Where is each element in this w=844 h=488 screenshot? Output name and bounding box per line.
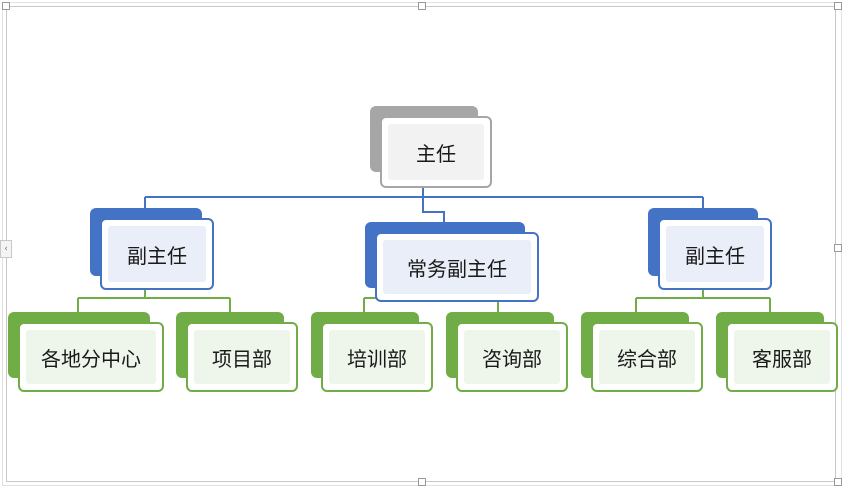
node-dept-2[interactable]: 项目部 bbox=[176, 312, 298, 392]
node-dept-4[interactable]: 咨询部 bbox=[446, 312, 568, 392]
expand-text-pane-icon[interactable]: ‹ bbox=[0, 240, 12, 258]
resize-handle-bottom-right[interactable] bbox=[834, 478, 842, 486]
node-dept-3-label: 培训部 bbox=[347, 346, 407, 371]
node-deputy-center-label: 常务副主任 bbox=[407, 256, 507, 281]
node-deputy-right-label: 副主任 bbox=[685, 243, 745, 268]
resize-handle-right-center[interactable] bbox=[834, 244, 842, 252]
node-dept-2-label: 项目部 bbox=[212, 346, 272, 371]
node-deputy-left-box: 副主任 bbox=[100, 218, 214, 290]
node-dept-3-box: 培训部 bbox=[321, 322, 433, 392]
node-root[interactable]: 主任 bbox=[370, 106, 492, 188]
connectors-root bbox=[144, 187, 704, 222]
resize-handle-top-right[interactable] bbox=[834, 2, 842, 10]
node-dept-3[interactable]: 培训部 bbox=[311, 312, 433, 392]
node-dept-5[interactable]: 综合部 bbox=[581, 312, 703, 392]
node-deputy-left-label: 副主任 bbox=[127, 243, 187, 268]
node-root-label: 主任 bbox=[416, 141, 456, 166]
node-dept-6-box: 客服部 bbox=[726, 322, 838, 392]
resize-handle-top-left[interactable] bbox=[2, 2, 10, 10]
node-dept-4-box: 咨询部 bbox=[456, 322, 568, 392]
node-dept-5-label: 综合部 bbox=[617, 346, 677, 371]
node-dept-1-box: 各地分中心 bbox=[18, 322, 164, 392]
node-deputy-center[interactable]: 常务副主任 bbox=[365, 222, 539, 302]
node-dept-4-label: 咨询部 bbox=[482, 346, 542, 371]
node-dept-1-label: 各地分中心 bbox=[41, 346, 141, 371]
resize-handle-top-center[interactable] bbox=[418, 2, 426, 10]
node-dept-2-box: 项目部 bbox=[186, 322, 298, 392]
node-root-box: 主任 bbox=[380, 116, 492, 188]
node-dept-6[interactable]: 客服部 bbox=[716, 312, 838, 392]
resize-handle-bottom-center[interactable] bbox=[418, 478, 426, 486]
node-deputy-right-box: 副主任 bbox=[658, 218, 772, 290]
node-deputy-center-box: 常务副主任 bbox=[375, 232, 539, 302]
node-deputy-left[interactable]: 副主任 bbox=[90, 208, 214, 290]
node-dept-5-box: 综合部 bbox=[591, 322, 703, 392]
node-deputy-right[interactable]: 副主任 bbox=[648, 208, 772, 290]
node-dept-1[interactable]: 各地分中心 bbox=[8, 312, 164, 392]
node-dept-6-label: 客服部 bbox=[752, 346, 812, 371]
